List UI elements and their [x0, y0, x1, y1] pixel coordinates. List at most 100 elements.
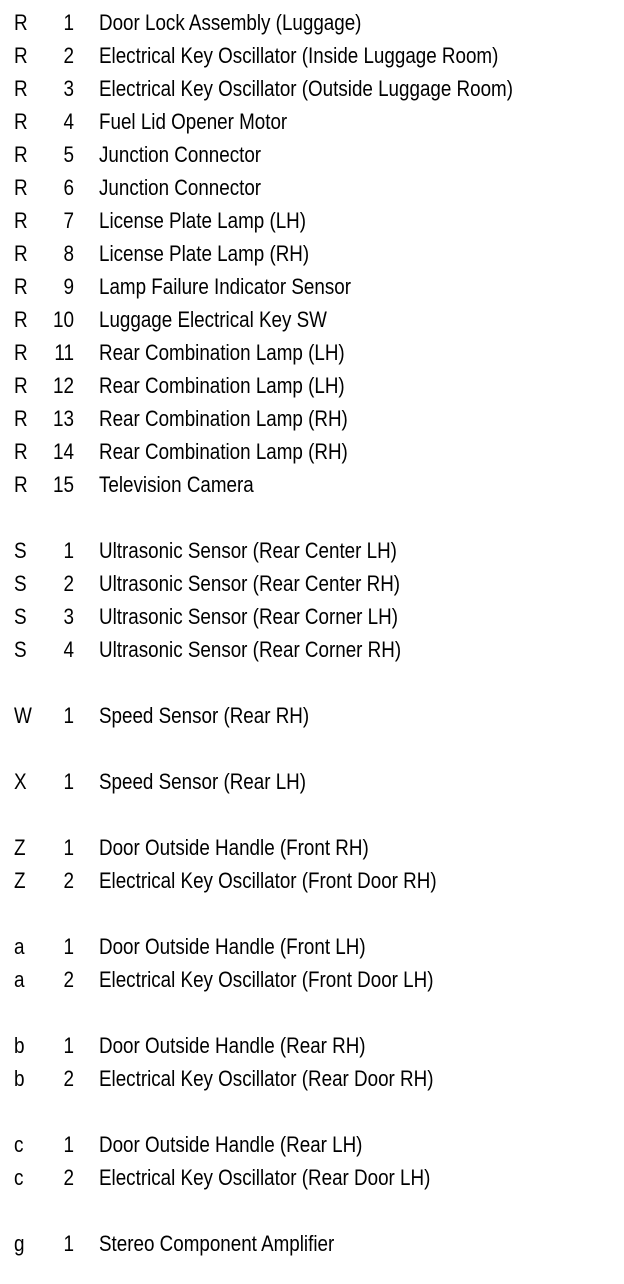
connector-code: X	[14, 769, 27, 794]
connector-number: 8	[63, 241, 74, 266]
index-row: c 2 Electrical Key Oscillator (Rear Door L…	[0, 1161, 624, 1194]
connector-number: 2	[63, 868, 74, 893]
connector-number: 12	[52, 373, 74, 398]
connector-number: 14	[52, 439, 74, 464]
connector-code: a	[14, 967, 25, 992]
index-row: R 9 Lamp Failure Indicator Sensor	[0, 270, 624, 303]
index-row: X 1 Speed Sensor (Rear LH)	[0, 765, 624, 798]
index-row: Z 2 Electrical Key Oscillator (Front Door …	[0, 864, 624, 897]
connector-number: 3	[63, 604, 74, 629]
connector-number: 1	[63, 835, 74, 860]
connector-code: R	[14, 175, 28, 200]
connector-description: Rear Combination Lamp (RH)	[99, 406, 348, 431]
index-row: S 3 Ultrasonic Sensor (Rear Corner LH)	[0, 600, 624, 633]
index-row: R 7 License Plate Lamp (LH)	[0, 204, 624, 237]
index-row: S 1 Ultrasonic Sensor (Rear Center LH)	[0, 534, 624, 567]
connector-description: Door Outside Handle (Rear RH)	[99, 1033, 366, 1058]
connector-code: a	[14, 934, 25, 959]
connector-number: 1	[63, 1231, 74, 1256]
code-group-X: X 1 Speed Sensor (Rear LH)	[0, 765, 624, 798]
connector-code: Z	[14, 835, 26, 860]
connector-code: R	[14, 109, 28, 134]
connector-code: Z	[14, 868, 26, 893]
connector-number: 2	[63, 43, 74, 68]
connector-description: Electrical Key Oscillator (Rear Door LH)	[99, 1165, 431, 1190]
connector-code: R	[14, 472, 28, 497]
connector-number: 1	[63, 10, 74, 35]
connector-code: R	[14, 307, 28, 332]
connector-description: License Plate Lamp (LH)	[99, 208, 307, 233]
connector-number: 9	[63, 274, 74, 299]
connector-description: Electrical Key Oscillator (Inside Luggag…	[99, 43, 499, 68]
connector-code: R	[14, 340, 28, 365]
connector-code: R	[14, 208, 28, 233]
connector-description: Junction Connector	[99, 142, 262, 167]
connector-number: 7	[63, 208, 74, 233]
connector-description: Ultrasonic Sensor (Rear Center RH)	[99, 571, 401, 596]
connector-number: 1	[63, 1132, 74, 1157]
connector-code: g	[14, 1231, 25, 1256]
connector-number: 5	[63, 142, 74, 167]
connector-number: 13	[52, 406, 74, 431]
connector-code: R	[14, 274, 28, 299]
index-row: S 4 Ultrasonic Sensor (Rear Corner RH)	[0, 633, 624, 666]
connector-code: b	[14, 1033, 25, 1058]
connector-code: R	[14, 142, 28, 167]
connector-code: R	[14, 373, 28, 398]
code-group-Z: Z 1 Door Outside Handle (Front RH) Z 2 Electr…	[0, 831, 624, 897]
connector-number: 1	[63, 1033, 74, 1058]
connector-description: Ultrasonic Sensor (Rear Center LH)	[99, 538, 397, 563]
connector-description: License Plate Lamp (RH)	[99, 241, 310, 266]
connector-number: 1	[63, 703, 74, 728]
connector-code: R	[14, 43, 28, 68]
connector-code: S	[14, 637, 27, 662]
connector-code: c	[14, 1132, 24, 1157]
connector-description: Television Camera	[99, 472, 254, 497]
index-row: Z 1 Door Outside Handle (Front RH)	[0, 831, 624, 864]
connector-description: Door Outside Handle (Front RH)	[99, 835, 369, 860]
connector-number: 10	[52, 307, 74, 332]
connector-number: 4	[63, 109, 74, 134]
connector-code: S	[14, 604, 27, 629]
connector-description: Junction Connector	[99, 175, 262, 200]
index-row: g 1 Stereo Component Amplifier	[0, 1227, 624, 1260]
connector-code: c	[14, 1165, 24, 1190]
index-row: R 15 Television Camera	[0, 468, 624, 501]
connector-description: Rear Combination Lamp (LH)	[99, 340, 345, 365]
connector-number: 15	[52, 472, 74, 497]
connector-code: S	[14, 571, 27, 596]
connector-number: 1	[63, 769, 74, 794]
connector-number: 3	[63, 76, 74, 101]
connector-description: Rear Combination Lamp (RH)	[99, 439, 348, 464]
connector-description: Electrical Key Oscillator (Outside Lugga…	[99, 76, 514, 101]
connector-description: Ultrasonic Sensor (Rear Corner RH)	[99, 637, 402, 662]
connector-number: 4	[63, 637, 74, 662]
connector-number: 1	[63, 934, 74, 959]
connector-description: Electrical Key Oscillator (Front Door RH…	[99, 868, 437, 893]
connector-description: Stereo Component Amplifier	[99, 1231, 335, 1256]
index-row: R 11 Rear Combination Lamp (LH)	[0, 336, 624, 369]
connector-number: 11	[54, 340, 74, 365]
code-group-g: g 1 Stereo Component Amplifier	[0, 1227, 624, 1260]
connector-description: Speed Sensor (Rear LH)	[99, 769, 307, 794]
connector-description: Ultrasonic Sensor (Rear Corner LH)	[99, 604, 398, 629]
connector-description: Lamp Failure Indicator Sensor	[99, 274, 351, 299]
connector-description: Electrical Key Oscillator (Front Door LH…	[99, 967, 434, 992]
connector-code: S	[14, 538, 27, 563]
connector-number: 2	[63, 1165, 74, 1190]
connector-number: 1	[63, 538, 74, 563]
